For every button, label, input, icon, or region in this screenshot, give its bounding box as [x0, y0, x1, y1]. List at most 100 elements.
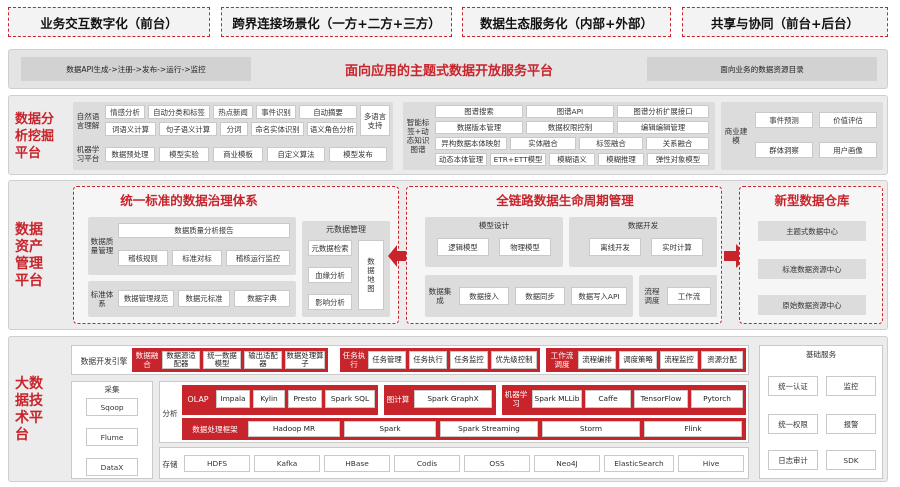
std-element: 数据元标准: [178, 290, 230, 307]
int-sync: 数据同步: [515, 287, 565, 305]
analysis-platform: 数据分析挖掘平台 自然语言理解 情感分析 自动分类和标签 热点新闻 事件识别 自…: [8, 95, 888, 175]
kg-search: 图谱搜索: [435, 105, 523, 118]
kg-version: 数据版本管理: [435, 121, 523, 134]
fusion-source-adapter: 数据源适配器: [162, 351, 200, 369]
nlp-seg: 分词: [220, 122, 248, 136]
int-write-api: 数据写入API: [571, 287, 627, 305]
engine-row: 数据开发引擎 数据融合 数据源适配器 统一数据模型 输出适配器 数据处理算子 任…: [71, 345, 749, 375]
meta-lineage: 血缘分析: [308, 267, 352, 283]
banner-share: 共享与协同（前台+后台）: [682, 7, 888, 37]
std-dict: 数据字典: [234, 290, 290, 307]
storage-hbase: HBase: [324, 455, 390, 472]
task-label: 任务执行: [342, 351, 366, 369]
nlp-word: 词语义计算: [105, 122, 156, 136]
dev-group: 数据开发 离线开发 实时计算: [569, 217, 717, 267]
kg-block: 智能标签+动态知识图谱 图谱搜索 图谱API 图谱分析扩展接口 数据版本管理 数…: [403, 102, 715, 170]
nlp-hot: 热点新闻: [213, 105, 253, 119]
frame-spark: Spark: [344, 421, 436, 437]
ml-experiment: 模型实验: [159, 147, 209, 162]
model-physical: 物理模型: [499, 238, 551, 256]
wf-orchestrate: 流程编排: [578, 351, 616, 369]
kg-perm: 数据权限控制: [526, 121, 614, 134]
wf-label: 工作流调度: [550, 351, 574, 369]
base-label: 基础服务: [805, 349, 837, 359]
base-auth: 统一认证: [768, 376, 818, 396]
frame-hadoop: Hadoop MR: [248, 421, 340, 437]
governance-title: 统一标准的数据治理体系: [120, 192, 258, 208]
nlp-sentence: 句子语义计算: [159, 122, 217, 136]
nlp-label: 自然语言理解: [76, 112, 100, 130]
fusion-output-adapter: 输出适配器: [244, 351, 282, 369]
fusion-unified-model: 统一数据模型: [203, 351, 241, 369]
task-exec: 任务执行: [409, 351, 447, 369]
kg-fuzzy-sem: 模糊语义: [549, 153, 595, 166]
integration-group: 数据集成 数据接入 数据同步 数据写入API: [425, 275, 633, 317]
biz-value: 价值评估: [819, 112, 877, 128]
biz-group: 群体洞察: [755, 142, 813, 158]
frame-streaming: Spark Streaming: [440, 421, 538, 437]
kg-tag: 标签融合: [579, 137, 643, 150]
meta-group: 元数据管理 元数据检索 血缘分析 影响分析 数据地图: [302, 221, 390, 317]
engine-label: 数据开发引擎: [80, 356, 128, 366]
ml-tech-label: 机器学习: [504, 390, 528, 408]
graph-label: 图计算: [386, 394, 410, 404]
meta-map: 数据地图: [358, 240, 384, 310]
lifecycle-block: 全链路数据生命周期管理 模型设计 逻辑模型 物理模型 数据开发 离线开发 实时计…: [406, 186, 722, 324]
ml-label: 机器学习平台: [76, 145, 100, 163]
kg-api: 图谱API: [526, 105, 614, 118]
frame-label: 数据处理框架: [192, 424, 238, 434]
nlp-role: 语义角色分析: [307, 122, 357, 136]
kg-fuzzy-reason: 模糊推理: [598, 153, 644, 166]
meta-impact: 影响分析: [308, 294, 352, 310]
storage-es: ElasticSearch: [604, 455, 674, 472]
olap-kylin: Kylin: [253, 390, 285, 408]
dq-rule: 稽核规则: [118, 250, 168, 266]
int-label: 数据集成: [428, 287, 452, 305]
kg-entity: 实体融合: [510, 137, 576, 150]
int-access: 数据接入: [459, 287, 509, 305]
storage-hdfs: HDFS: [184, 455, 250, 472]
olap-label: OLAP: [187, 394, 209, 404]
std-group: 标准体系 数据管理规范 数据元标准 数据字典: [88, 281, 296, 317]
flow-group: 流程调度 工作流: [639, 275, 717, 317]
task-priority: 优先级控制: [491, 351, 537, 369]
banner-cross: 跨界连接场景化（一方+二方+三方）: [221, 7, 452, 37]
ml-template: 商业模板: [213, 147, 263, 162]
warehouse-title: 新型数据仓库: [774, 192, 850, 208]
banner-front: 业务交互数字化（前台）: [8, 7, 210, 37]
wf-monitor: 流程监控: [660, 351, 698, 369]
nlp-multilang: 多语言支持: [360, 105, 390, 136]
kg-ext: 图谱分析扩展接口: [617, 105, 709, 118]
dq-monitor: 稽核运行监控: [226, 250, 290, 266]
base-alarm: 报警: [826, 414, 876, 434]
dev-title: 数据开发: [627, 220, 659, 230]
fusion-operator: 数据处理算子: [285, 350, 325, 369]
ml-mllib: Spark MLLib: [532, 390, 582, 408]
biz-event: 事件预测: [755, 112, 813, 128]
std-label: 标准体系: [90, 290, 114, 308]
olap-presto: Presto: [288, 390, 322, 408]
nlp-sentiment: 情感分析: [105, 105, 145, 119]
std-spec: 数据管理规范: [118, 290, 174, 307]
api-lifecycle: 数据API生成->注册->发布->运行->监控: [21, 57, 251, 81]
bigdata-platform: 大数据技术平台 数据开发引擎 数据融合 数据源适配器 统一数据模型 输出适配器 …: [8, 336, 888, 482]
base-services: 基础服务 统一认证 监控 统一权限 报警 日志审计 SDK: [759, 345, 883, 479]
biz-label: 商业建模: [724, 127, 748, 145]
base-sdk: SDK: [826, 450, 876, 470]
ml-custom: 自定义算法: [267, 147, 325, 162]
ml-publish: 模型发布: [329, 147, 387, 162]
api-catalog: 面向业务的数据资源目录: [647, 57, 877, 81]
collect-sqoop: Sqoop: [86, 398, 138, 416]
base-monitor: 监控: [826, 376, 876, 396]
kg-ontology-map: 异构数据本体映射: [435, 137, 507, 150]
collect-flume: Flume: [86, 428, 138, 446]
fusion-label: 数据融合: [135, 351, 159, 369]
nlp-autoclass: 自动分类和标签: [148, 105, 210, 119]
storage-kafka: Kafka: [254, 455, 320, 472]
meta-title: 元数据管理: [326, 224, 366, 234]
wf-strategy: 调度策略: [619, 351, 657, 369]
biz-portrait: 用户画像: [819, 142, 877, 158]
olap-sparksql: Spark SQL: [325, 390, 375, 408]
frame-storm: Storm: [542, 421, 640, 437]
model-title: 模型设计: [478, 220, 510, 230]
